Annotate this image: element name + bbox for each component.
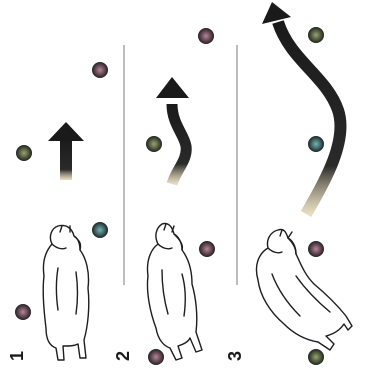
dog-straight-illustration xyxy=(43,225,89,360)
marker-dot xyxy=(308,349,324,365)
dog-slight-turn-illustration xyxy=(147,223,202,360)
marker-dot xyxy=(308,136,324,152)
marker-dot xyxy=(146,136,162,152)
dog-strong-turn-illustration xyxy=(256,229,352,350)
marker-dot xyxy=(92,62,108,78)
straight-up-arrow xyxy=(48,122,84,180)
panel-number-2: 2 xyxy=(113,351,133,361)
panel-number-3: 3 xyxy=(225,351,245,361)
long-s-curve-arrow xyxy=(262,2,340,214)
marker-dot xyxy=(308,27,324,43)
marker-dot xyxy=(148,349,164,365)
slight-curve-arrow xyxy=(156,77,189,184)
marker-dot xyxy=(308,241,324,257)
marker-dot xyxy=(92,222,108,238)
marker-dot xyxy=(198,28,214,44)
marker-dot xyxy=(15,304,31,320)
marker-dot xyxy=(16,145,32,161)
panel-number-1: 1 xyxy=(7,351,27,361)
marker-dot xyxy=(199,241,215,257)
